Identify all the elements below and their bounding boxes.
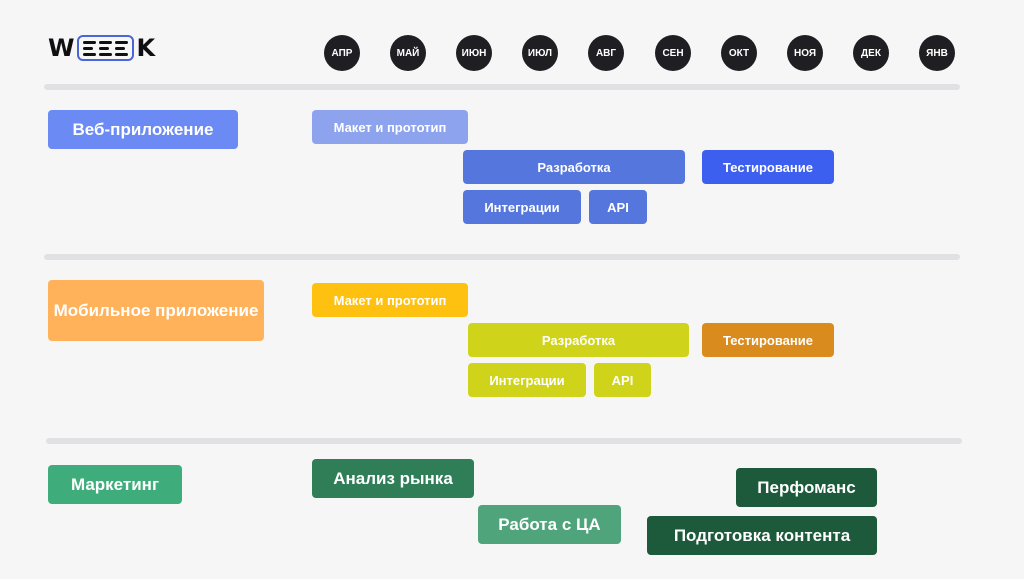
month-may: МАЙ [390, 35, 426, 71]
web-mockup-bar[interactable]: Макет и прототип [312, 110, 468, 144]
month-dec: ДЕК [853, 35, 889, 71]
mobile-api-bar[interactable]: API [594, 363, 651, 397]
month-jul: ИЮЛ [522, 35, 558, 71]
lane-label-mobile[interactable]: Мобильное приложение [48, 280, 264, 341]
weeek-logo: W K [48, 34, 156, 62]
web-testing-bar[interactable]: Тестирование [702, 150, 834, 184]
divider-top [44, 84, 960, 90]
month-jun: ИЮН [456, 35, 492, 71]
divider-mobile-marketing [46, 438, 962, 444]
web-development-bar[interactable]: Разработка [463, 150, 685, 184]
marketing-content-bar[interactable]: Подготовка контента [647, 516, 877, 555]
month-apr: АПР [324, 35, 360, 71]
logo-letter-k: K [136, 34, 157, 62]
month-aug: АВГ [588, 35, 624, 71]
marketing-analysis-bar[interactable]: Анализ рынка [312, 459, 474, 498]
lane-label-web[interactable]: Веб-приложение [48, 110, 238, 149]
mobile-mockup-bar[interactable]: Макет и прототип [312, 283, 468, 317]
month-jan: ЯНВ [919, 35, 955, 71]
mobile-testing-bar[interactable]: Тестирование [702, 323, 834, 357]
month-sep: СЕН [655, 35, 691, 71]
mobile-development-bar[interactable]: Разработка [468, 323, 689, 357]
marketing-audience-bar[interactable]: Работа с ЦА [478, 505, 621, 544]
logo-eee-mark [77, 35, 135, 61]
web-api-bar[interactable]: API [589, 190, 647, 224]
lane-label-marketing[interactable]: Маркетинг [48, 465, 182, 504]
month-oct: ОКТ [721, 35, 757, 71]
marketing-performance-bar[interactable]: Перфоманс [736, 468, 877, 507]
month-nov: НОЯ [787, 35, 823, 71]
web-integrations-bar[interactable]: Интеграции [463, 190, 581, 224]
logo-letter-w: W [48, 34, 76, 62]
divider-web-mobile [44, 254, 960, 260]
mobile-integrations-bar[interactable]: Интеграции [468, 363, 586, 397]
